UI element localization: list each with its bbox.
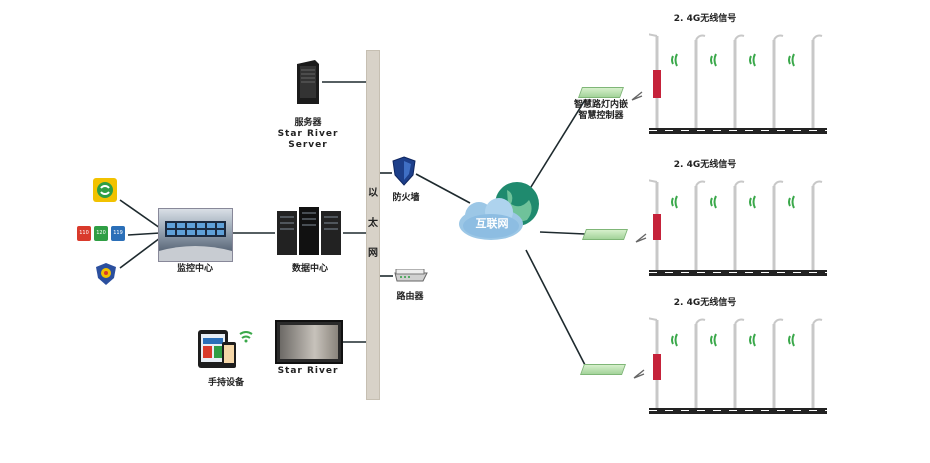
street-lights-2 [646, 179, 823, 270]
internet-label: 互联网 [475, 217, 509, 230]
ethernet-label-2: 太 [368, 218, 378, 229]
star-river-label: Star River [277, 366, 339, 376]
street-light-group-2 [646, 176, 827, 282]
ethernet-label-3: 网 [368, 248, 378, 259]
server-label-en2: Server [288, 140, 328, 150]
server-label: 服务器 Star River Server [270, 118, 346, 151]
internet-cloud-icon [459, 182, 539, 240]
controller-box-2 [581, 229, 629, 240]
phone-110-icon: 110 [77, 226, 91, 241]
controller-signal-icon-1 [631, 91, 643, 101]
ethernet-bus [366, 50, 380, 400]
street-light-group-1 [646, 30, 827, 140]
handheld-label: 手持设备 [207, 378, 244, 388]
street-lights-1 [646, 33, 823, 128]
controller-label: 智慧路灯内嵌 智慧控制器 [566, 100, 636, 122]
monitor-center-photo [158, 208, 233, 262]
phone-119-icon: 119 [111, 226, 125, 241]
phone-120-icon: 120 [94, 226, 108, 241]
street-lights-3 [646, 317, 823, 408]
wireless-signal-label-1: 2. 4G无线信号 [673, 14, 737, 24]
controller-box-1 [577, 87, 625, 98]
controller-label-line2: 智慧控制器 [578, 111, 624, 121]
wireless-signal-label-3: 2. 4G无线信号 [673, 298, 737, 308]
datacenter-racks-icon [275, 207, 343, 257]
road-2 [649, 270, 827, 276]
router-label: 路由器 [396, 292, 424, 302]
controller-box-3 [579, 364, 627, 375]
server-label-en1: Star River [277, 129, 339, 139]
controller-signal-icon-3 [633, 369, 645, 379]
server-tower-icon [295, 60, 321, 104]
firewall-shield-icon [392, 156, 416, 186]
ethernet-label-1: 以 [368, 188, 378, 199]
road-1 [649, 128, 827, 134]
wireless-signal-label-2: 2. 4G无线信号 [673, 160, 737, 170]
recycle-badge-icon [93, 178, 117, 202]
controller-signal-icon-2 [635, 233, 647, 243]
police-badge-icon [96, 263, 116, 285]
star-river-screen-icon [275, 320, 343, 364]
server-label-cn: 服务器 [294, 118, 322, 128]
controller-label-line1: 智慧路灯内嵌 [573, 100, 628, 110]
monitor-center-label: 监控中心 [176, 264, 213, 274]
router-icon [393, 268, 429, 282]
handheld-device-icon [198, 326, 254, 370]
street-light-group-3 [646, 314, 827, 420]
road-3 [649, 408, 827, 414]
datacenter-label: 数据中心 [291, 264, 328, 274]
emergency-phone-icons: 110 120 119 [77, 226, 127, 242]
firewall-label: 防火墙 [392, 193, 420, 203]
